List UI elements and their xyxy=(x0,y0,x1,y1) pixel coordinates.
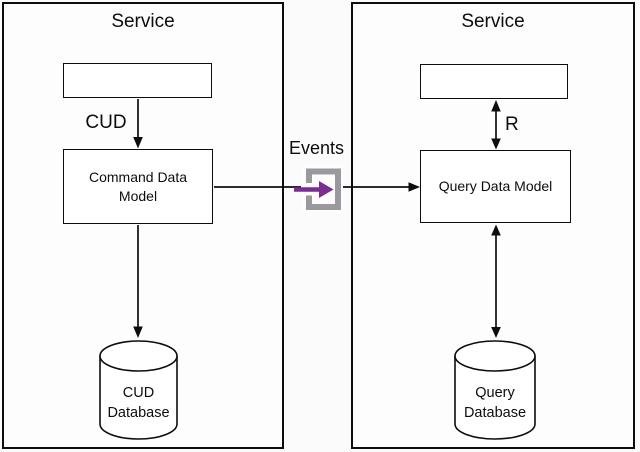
cud-flow-label: CUD xyxy=(85,112,127,133)
events-icon-backdrop xyxy=(301,165,343,213)
events-icon xyxy=(294,165,343,213)
right-service-title: Service xyxy=(461,11,525,32)
events-icon-arrow-head xyxy=(319,181,334,198)
cud-database-label: CUD Database xyxy=(107,385,170,421)
left-service-title: Service xyxy=(111,11,175,32)
events-icon-bracket xyxy=(306,168,341,210)
query-database-label: Query Database xyxy=(463,385,527,421)
command-data-model-label: Command Data Model xyxy=(88,168,188,204)
right-client-box xyxy=(420,64,568,99)
events-label: Events xyxy=(289,138,345,158)
query-data-model-label: Query Data Model xyxy=(438,178,553,194)
command-data-model-box: Command Data Model xyxy=(63,149,213,224)
left-client-box xyxy=(63,63,212,98)
query-data-model-box: Query Data Model xyxy=(420,150,571,223)
read-flow-label: R xyxy=(505,114,519,135)
